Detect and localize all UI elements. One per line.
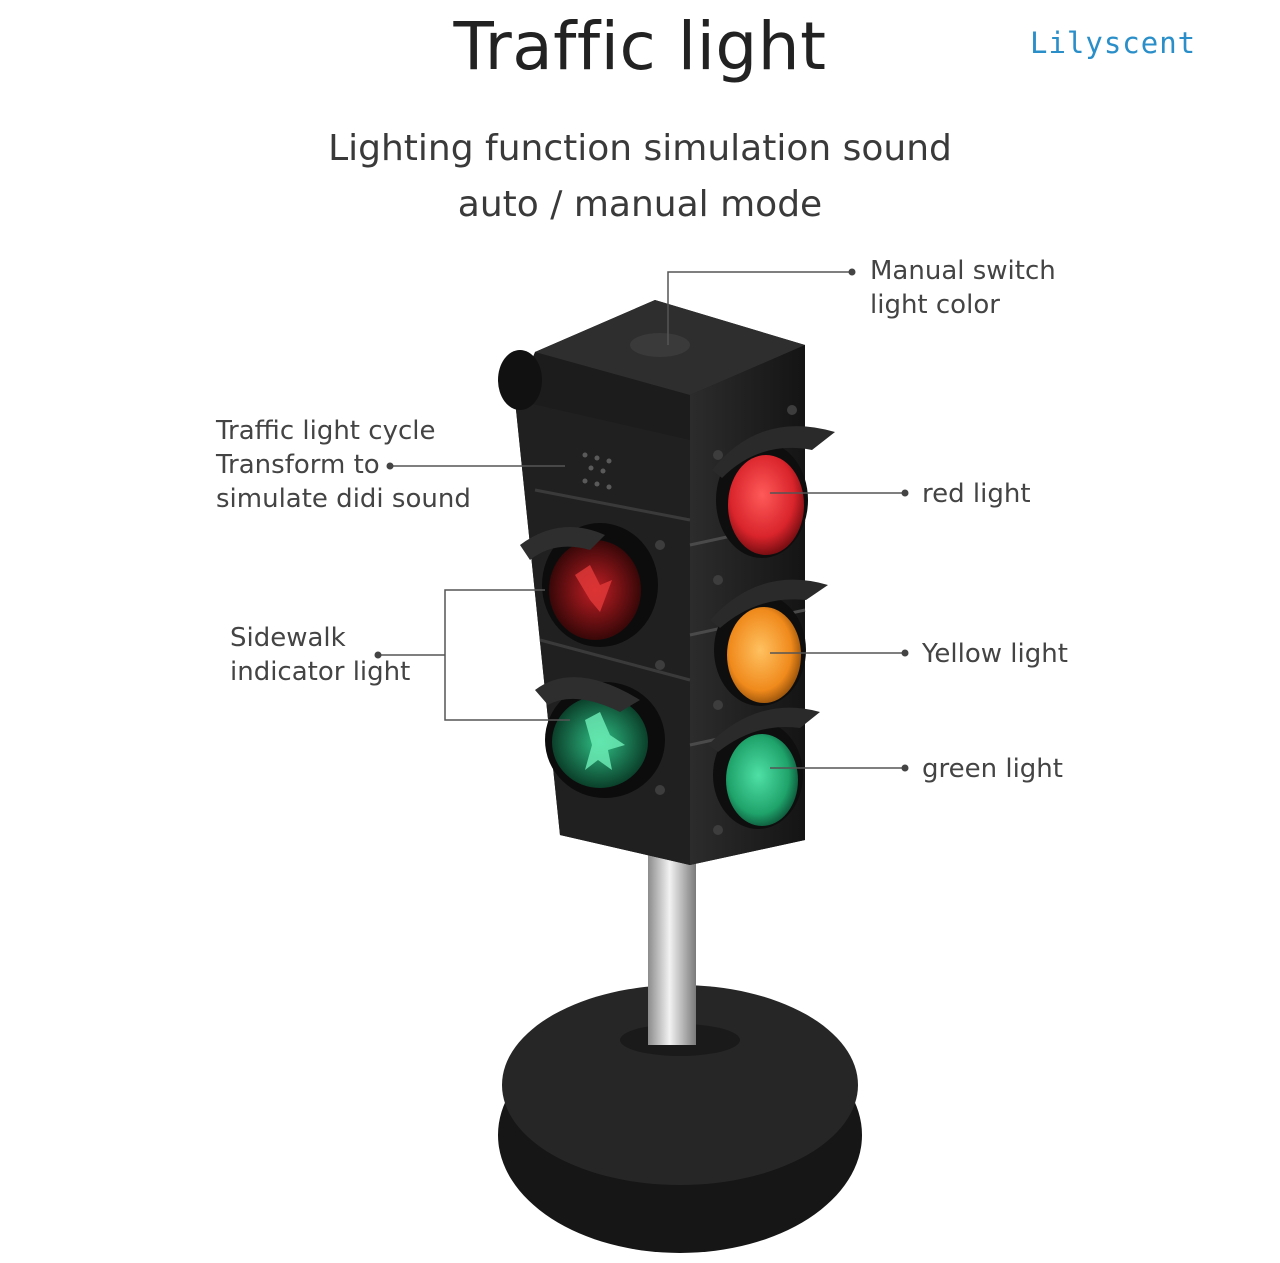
page-title: Traffic light [453,8,827,85]
callout-dots [374,268,909,772]
stand-pole [648,830,696,1045]
green-lamp [708,707,820,829]
sidewalk-green-lamp [535,677,665,798]
manual-switch-button-icon [630,333,690,357]
sidewalk-red-lamp [520,523,658,647]
callout-cycle-line-3: simulate didi sound [216,484,471,514]
callout-sidewalk-line-1: Sidewalk [230,623,346,653]
callout-red-light: red light [922,479,1031,509]
callout-yellow-light: Yellow light [922,639,1068,669]
callout-manual-switch-line-1: Manual switch [870,256,1056,286]
stand-base [498,985,862,1253]
subtitle-line-2: auto / manual mode [457,184,823,225]
callout-cycle-line-2: Transform to [216,450,380,480]
callout-lines [378,271,905,769]
callout-cycle: Traffic light cycle Transform to simulat… [216,414,471,516]
red-lamp [712,426,835,558]
brand-logo: Lilyscent [1030,26,1197,60]
speaker-grille-icon [582,452,612,490]
callout-cycle-line-1: Traffic light cycle [216,416,436,446]
subtitle-line-1: Lighting function simulation sound [328,128,952,169]
callout-manual-switch-line-2: light color [870,290,1000,320]
yellow-lamp [710,579,828,706]
callout-sidewalk-line-2: indicator light [230,657,411,687]
callout-green-light: green light [922,754,1063,784]
callout-sidewalk: Sidewalk indicator light [230,621,410,689]
callout-manual-switch: Manual switch light color [870,254,1056,322]
